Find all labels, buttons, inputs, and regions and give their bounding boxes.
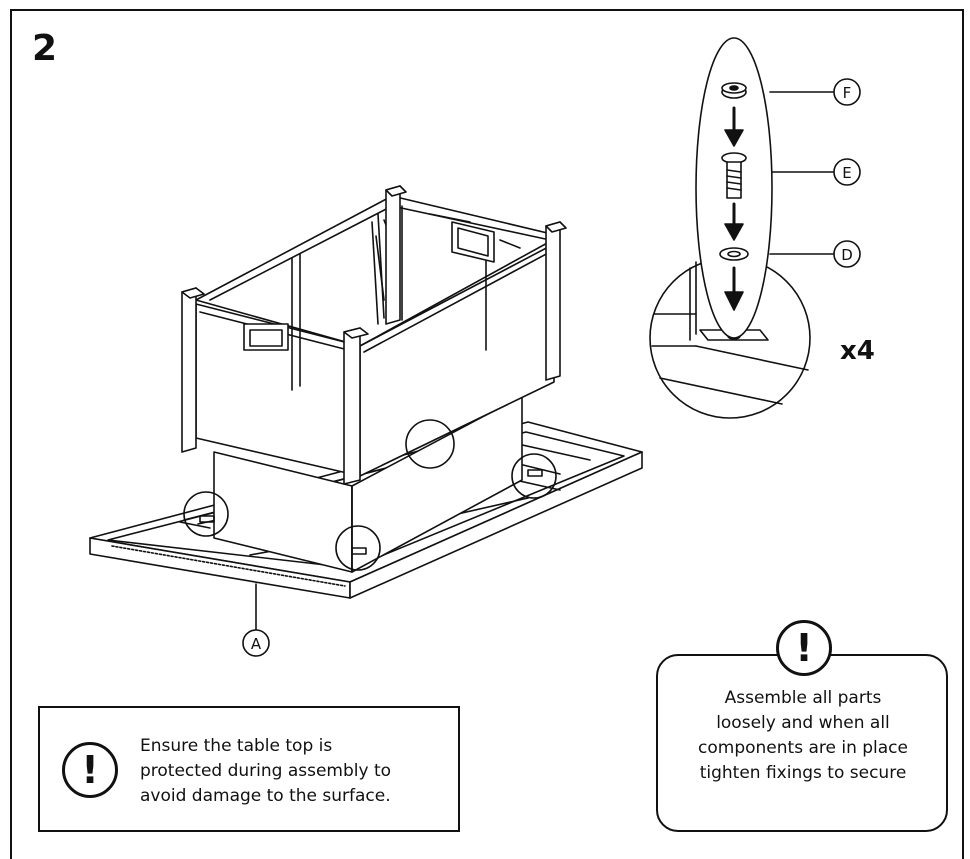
exploded-view bbox=[695, 37, 773, 339]
note-box bbox=[656, 654, 948, 832]
frame-base-box bbox=[213, 395, 523, 573]
exclamation-icon: ! bbox=[62, 742, 118, 798]
callout-circle-a bbox=[242, 629, 270, 657]
corner-posts bbox=[181, 185, 567, 485]
note-line: Assemble all parts bbox=[724, 688, 882, 708]
note-line: tighten fixings to secure bbox=[699, 763, 907, 783]
frame-upper bbox=[195, 195, 561, 477]
note-text: Assemble all parts loosely and when all … bbox=[668, 686, 938, 786]
step-number: 2 bbox=[32, 28, 58, 69]
quantity-label: x4 bbox=[840, 336, 875, 366]
note-line: loosely and when all bbox=[716, 713, 890, 733]
part-label-a: A bbox=[251, 635, 262, 653]
warning-line: avoid damage to the surface. bbox=[140, 786, 391, 806]
detail-circles bbox=[183, 419, 557, 571]
exclamation-icon: ! bbox=[776, 620, 832, 676]
warning-line: Ensure the table top is bbox=[140, 736, 333, 756]
part-label-f: F bbox=[843, 84, 852, 102]
warning-line: protected during assembly to bbox=[140, 761, 392, 781]
callouts-fed bbox=[769, 78, 861, 268]
warning-text: Ensure the table top is protected during… bbox=[140, 734, 450, 809]
warning-box: ! Ensure the table top is protected duri… bbox=[38, 706, 460, 832]
part-label-e: E bbox=[842, 164, 851, 182]
instruction-page bbox=[10, 9, 964, 859]
part-label-d: D bbox=[841, 246, 853, 264]
note-line: components are in place bbox=[698, 738, 908, 758]
